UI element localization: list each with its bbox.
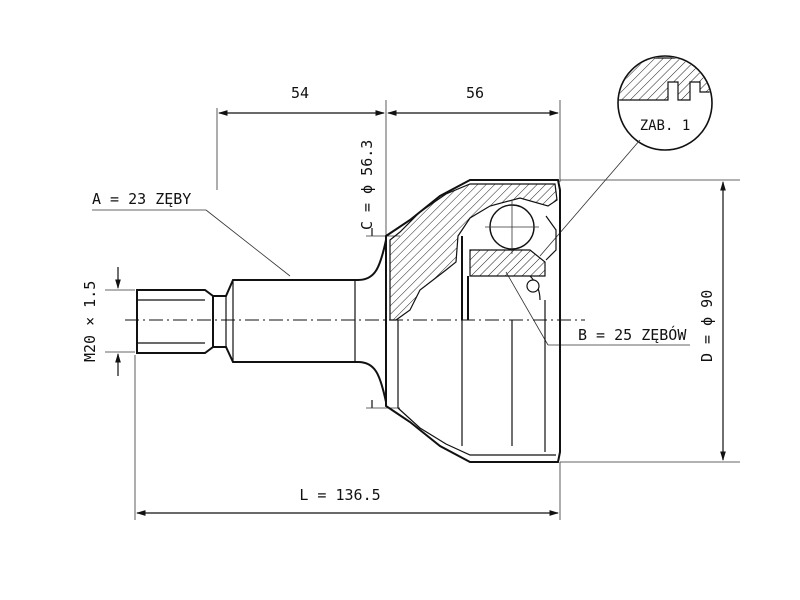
zab-label: ZAB. 1 (640, 118, 691, 134)
zab-detail-callout: ZAB. 1 (539, 55, 713, 257)
b-label: B = 25 ZĘBÓW (578, 325, 687, 344)
label-b: B = 25 ZĘBÓW (505, 271, 690, 346)
m20-label: M20 × 1.5 (81, 281, 99, 362)
label-a: A = 23 ZĘBY (92, 190, 291, 277)
dimension-m20: M20 × 1.5 (81, 267, 135, 376)
dimension-c: C = ϕ 56.3 (358, 140, 400, 409)
joint-housing (385, 179, 561, 463)
shaft (136, 239, 387, 403)
dimension-l: L = 136.5 (134, 355, 561, 520)
dimension-d: D = ϕ 90 (560, 179, 740, 463)
dim-56-label: 56 (466, 84, 484, 102)
dim-54-label: 54 (291, 84, 309, 102)
l-label: L = 136.5 (299, 486, 380, 504)
a-label: A = 23 ZĘBY (92, 190, 191, 208)
dimension-56: 56 (387, 84, 561, 182)
d-label: D = ϕ 90 (698, 290, 716, 362)
c-label: C = ϕ 56.3 (358, 140, 376, 230)
dimension-54: 54 (216, 84, 387, 235)
